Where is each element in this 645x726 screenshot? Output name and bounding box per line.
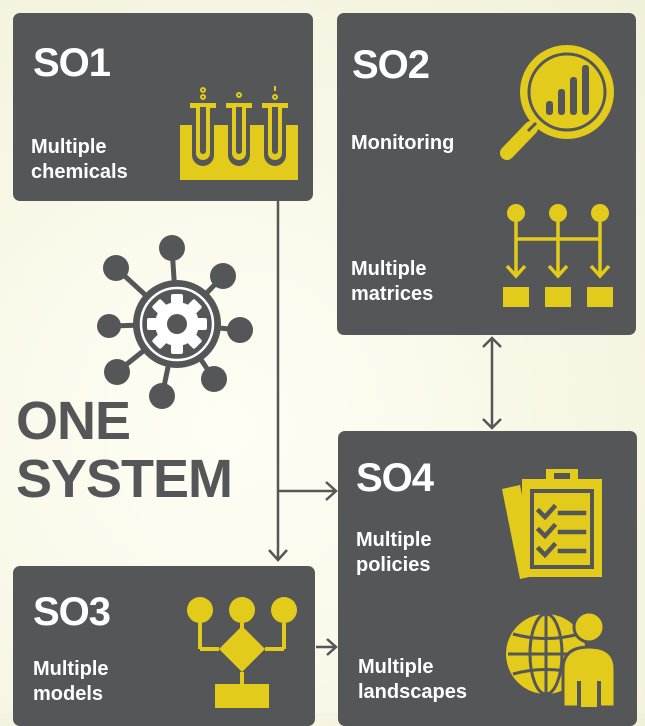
so3-text: Multiple models [33, 658, 109, 705]
box-so3: SO3 Multiple models [13, 566, 315, 726]
globe-person-icon [503, 597, 618, 712]
checklist-icon [498, 467, 608, 579]
so2-title: SO2 [352, 43, 430, 87]
arrowhead-so4-b [326, 638, 338, 656]
hierarchy-arrows-icon [500, 199, 616, 309]
one-system-label: ONE SYSTEM [16, 391, 233, 509]
so4-text-policies: Multiple policies [356, 529, 432, 576]
test-tubes-icon [178, 85, 303, 190]
so2-text-monitoring: Monitoring [351, 132, 455, 154]
box-so1: SO1 Multiple chemicals [13, 13, 313, 201]
so2-text-matrices: Multiple matrices [351, 258, 434, 305]
arrowhead-so2 [482, 336, 502, 348]
box-so4: SO4 Multiple policies Multiple landscape… [338, 431, 637, 726]
so3-title: SO3 [33, 590, 111, 634]
arrowhead-so3 [268, 549, 288, 562]
arrowhead-so4-c [482, 418, 502, 430]
so4-title: SO4 [356, 456, 434, 500]
so4-text-landscapes: Multiple landscapes [358, 656, 467, 703]
magnifier-chart-icon [495, 35, 620, 160]
arrowhead-so4-a [325, 481, 338, 501]
flowchart-icon [185, 596, 300, 716]
so1-title: SO1 [33, 41, 111, 85]
box-so2: SO2 Monitoring Multiple matrices [337, 13, 636, 335]
network-gear-icon [96, 234, 258, 412]
so1-text: Multiple chemicals [31, 136, 128, 183]
